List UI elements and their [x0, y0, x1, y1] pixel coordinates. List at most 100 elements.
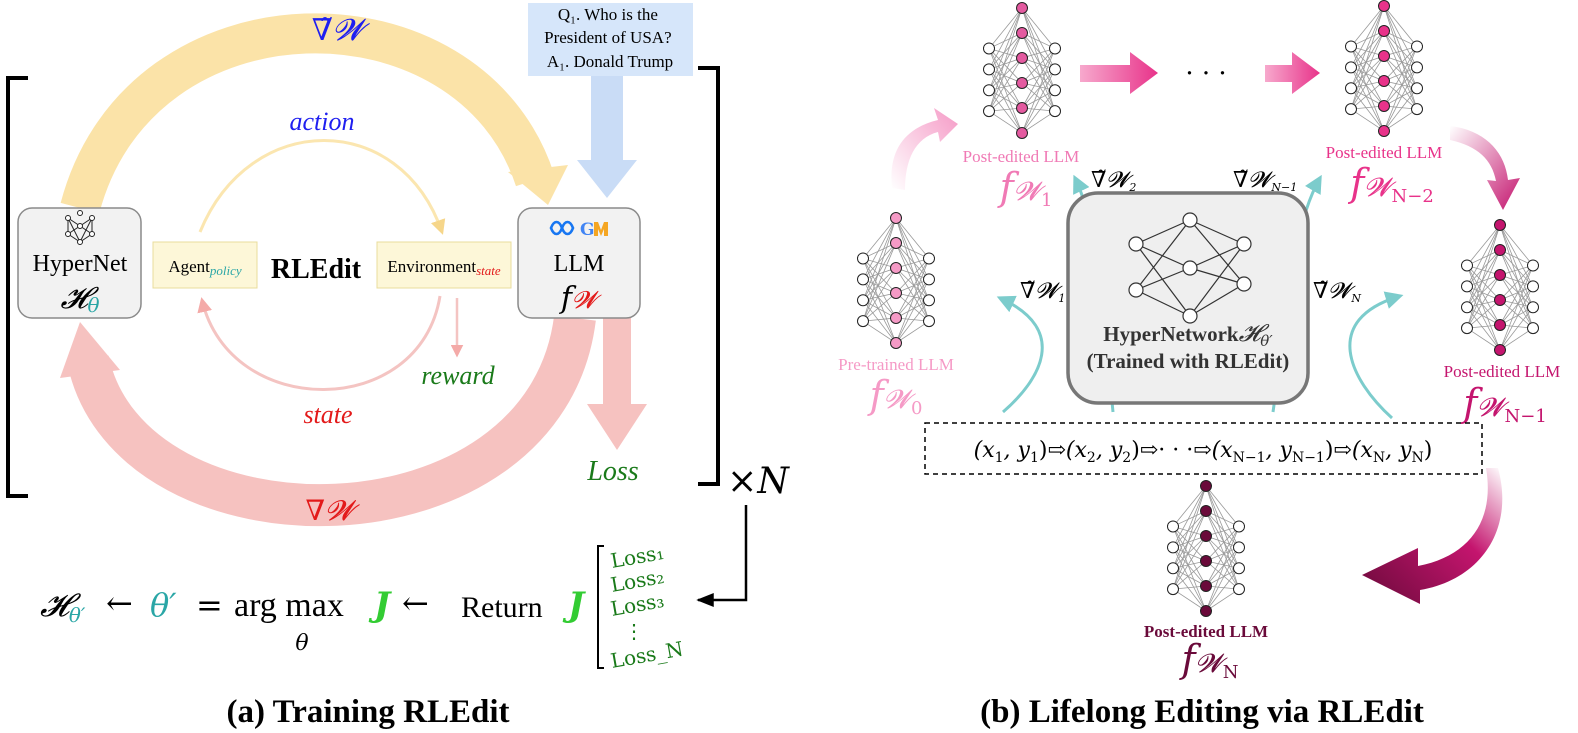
network-edge — [1499, 224, 1534, 266]
network-edge — [895, 242, 930, 259]
environment-sub: state — [476, 263, 501, 278]
panel-a-caption: (a) Training RLEdit — [227, 694, 510, 730]
network-edge — [1350, 46, 1385, 132]
network-edge — [1205, 526, 1240, 612]
network-edge — [1383, 108, 1418, 132]
state-arc — [197, 295, 442, 391]
net-n2-label: Post-edited LLM — [1326, 143, 1443, 162]
network-edge — [1466, 274, 1501, 308]
network-edge — [1499, 265, 1534, 301]
sequence-part: N — [1373, 450, 1385, 466]
network-edge — [1466, 249, 1501, 287]
network-edge — [988, 57, 1023, 91]
net-1-sub: 1 — [1041, 190, 1052, 211]
network-edge — [988, 7, 1023, 49]
network-node — [1167, 520, 1179, 533]
network-edge — [1383, 5, 1418, 110]
llm-label: LLM — [554, 251, 605, 277]
network-edge — [1021, 69, 1056, 134]
network-edge — [1466, 249, 1501, 266]
network-edge — [1466, 249, 1501, 308]
sequence-part: 1 — [1030, 450, 1039, 466]
network-node — [1461, 322, 1473, 335]
hypernetwork-icon — [1128, 212, 1252, 324]
sequence-part: , y — [1385, 438, 1412, 463]
llm-box — [517, 207, 641, 319]
network-edge — [1021, 89, 1056, 109]
net-n1-sub: N−1 — [1505, 406, 1547, 427]
network-node — [1378, 50, 1390, 62]
network-edge — [1172, 485, 1207, 569]
network-node — [890, 337, 902, 349]
hypernetwork-sub: θ′ — [1260, 332, 1273, 350]
network-edge — [1499, 265, 1534, 326]
network-node — [1378, 25, 1390, 37]
state-label: state — [303, 400, 352, 429]
network-edge — [1172, 560, 1207, 590]
network-edge — [862, 217, 897, 280]
svg-text:G: G — [580, 220, 595, 240]
formula-theta-prime: θ′ — [150, 586, 177, 624]
grad-label-4: ∇̃𝓦 — [1313, 279, 1356, 304]
network-node — [857, 294, 869, 307]
network-node — [1200, 530, 1212, 542]
arc-arrow-0-to-1 — [891, 108, 958, 190]
sequence-text: (x1, y1)⇨(x2, y2)⇨· · ·⇨(xN−1, yN−1)⇨(xN… — [974, 438, 1433, 466]
sequence-part: ⇨ — [1193, 438, 1211, 463]
network-edge — [895, 320, 930, 344]
network-edge — [895, 279, 930, 319]
network-edge — [988, 48, 1023, 134]
svg-text:∇̃𝓦1: ∇̃𝓦1 — [1020, 279, 1065, 305]
net-n1-icon — [1461, 219, 1539, 356]
network-node — [1049, 63, 1061, 76]
network-edge — [895, 258, 930, 344]
network-edge — [1466, 224, 1501, 266]
network-edge — [1350, 55, 1385, 110]
loss-label: Loss — [586, 456, 638, 487]
formula-return-label: Return — [461, 591, 543, 624]
sequence-part: ) — [1039, 438, 1048, 463]
network-node — [890, 312, 902, 324]
net-0-label: Pre-trained LLM — [838, 355, 954, 374]
sequence-part: 2 — [1087, 450, 1096, 466]
net-n-sub: N — [1223, 662, 1239, 683]
net-n-icon — [1167, 480, 1245, 617]
network-node — [1345, 103, 1357, 116]
network-edge — [1466, 274, 1501, 329]
network-edge — [988, 110, 1023, 134]
left-bracket — [6, 76, 28, 498]
yellow-gradient-arrow — [60, 13, 555, 214]
network-node — [1016, 77, 1028, 89]
network-edge — [862, 217, 897, 322]
network-edge — [1172, 535, 1207, 590]
network-edge — [862, 320, 897, 344]
flow-arrow-1 — [1080, 52, 1158, 94]
network-edge — [1021, 90, 1056, 134]
network-edge — [862, 217, 897, 301]
network-node — [1016, 52, 1028, 64]
formula-j: J — [368, 585, 392, 625]
network-edge — [1021, 69, 1056, 109]
network-node — [1200, 555, 1212, 567]
network-edge — [1205, 485, 1240, 527]
network-edge — [895, 258, 930, 294]
network-edge — [862, 292, 897, 322]
network-node — [1378, 0, 1390, 12]
agent-label: Agent — [168, 257, 210, 276]
network-edge — [1466, 327, 1501, 351]
network-edge — [1205, 547, 1240, 612]
network-node — [1167, 583, 1179, 596]
sequence-part: (x — [1352, 438, 1374, 463]
network-node — [1527, 280, 1539, 293]
arc-arrow-n1-to-n — [1362, 468, 1503, 604]
network-edge — [1205, 547, 1240, 587]
network-node — [1049, 84, 1061, 97]
network-edge — [1172, 510, 1207, 590]
loss-item-n: Loss_N — [609, 637, 685, 673]
hypernet-sub: θ — [88, 293, 100, 317]
grad-label-3: ∇̃𝓦 — [1233, 168, 1276, 193]
svg-text:f𝓦N−1: f𝓦N−1 — [1460, 381, 1547, 427]
network-edge — [1350, 30, 1385, 110]
network-edge — [862, 242, 897, 259]
network-edge — [1205, 526, 1240, 587]
